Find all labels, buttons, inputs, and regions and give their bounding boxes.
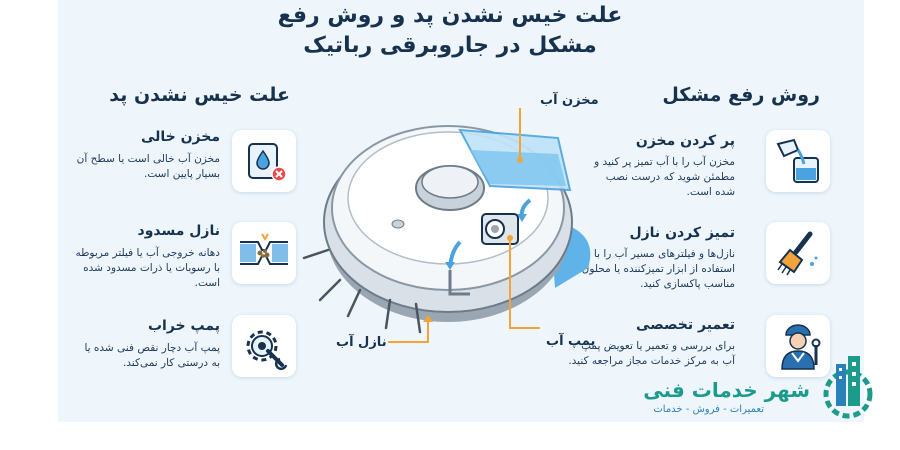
solution-title: تعمیر تخصصی — [636, 317, 735, 333]
technician-icon — [766, 315, 830, 377]
brand-logo-icon — [823, 356, 873, 419]
cause-title: مخزن خالی — [140, 129, 220, 145]
pour-water-icon — [766, 130, 830, 192]
nozzle-callout-label: نازل آب — [336, 335, 387, 350]
cause-title: پمپ خراب — [147, 318, 220, 334]
clogged-nozzle-icon — [232, 222, 296, 284]
tank-callout-label: مخزن آب — [540, 93, 599, 108]
solution-title: تمیز کردن نازل — [629, 225, 735, 241]
brand-tagline: تعمیرات - فروش - خدمات — [653, 404, 764, 415]
water-tank-icon — [232, 130, 296, 192]
cleaning-brush-icon — [766, 222, 830, 284]
cause-title: نازل مسدود — [137, 223, 220, 239]
page-title-line1: علت خیس نشدن پد و روش رفع — [277, 3, 623, 28]
causes-heading: علت خیس نشدن پد — [109, 84, 290, 106]
solution-title: پر کردن مخزن — [635, 133, 735, 149]
solutions-heading: روش رفع مشکل — [662, 84, 820, 106]
brand-name: شهر خدمات فنی — [643, 378, 810, 402]
page-title-line2: مشکل در جاروبرقی رباتیک — [303, 33, 597, 58]
pump-callout-label: پمپ آب — [546, 334, 596, 349]
gear-wrench-icon — [232, 315, 296, 377]
